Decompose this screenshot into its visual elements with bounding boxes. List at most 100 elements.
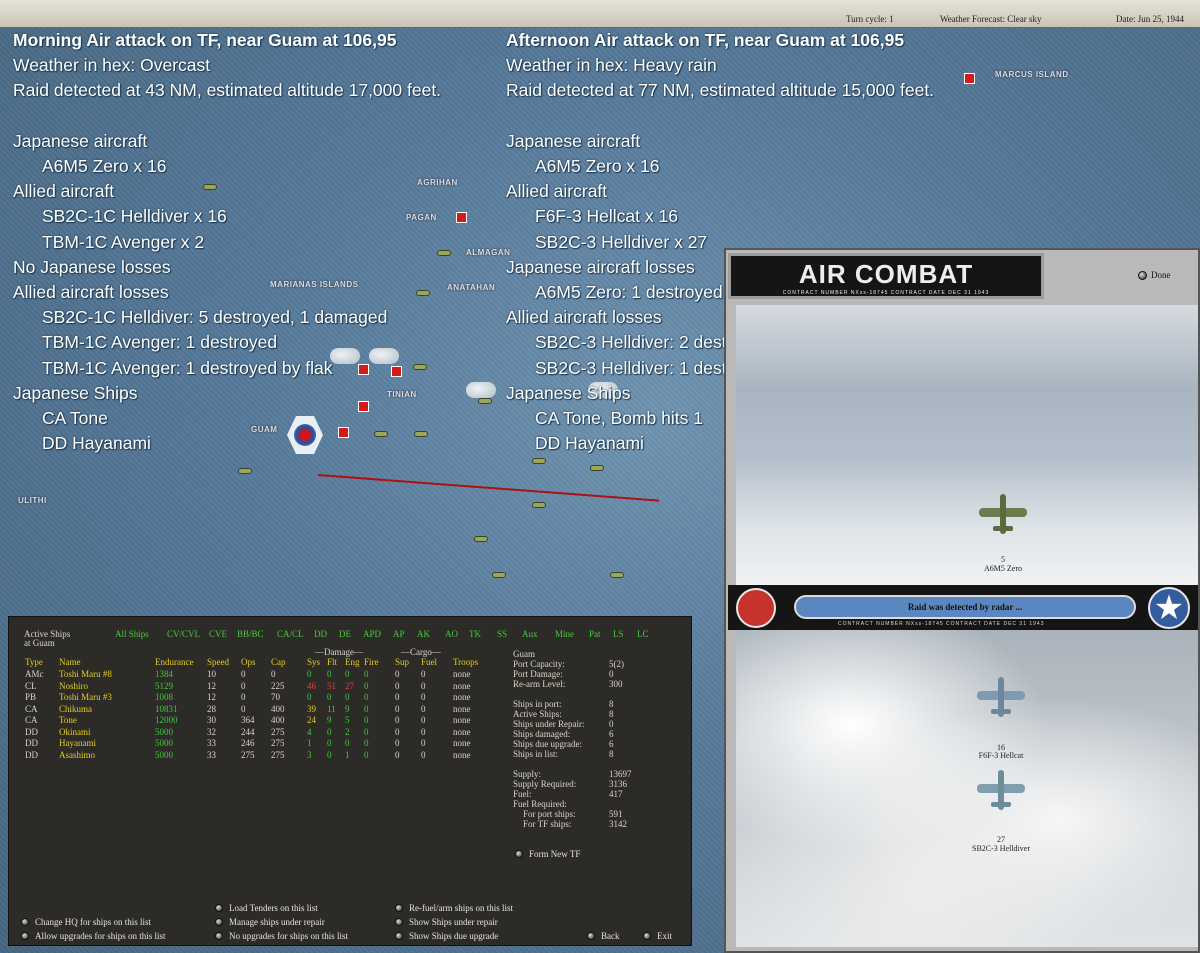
base-info-label: Port Damage: xyxy=(513,669,563,679)
report-line: A6M5 Zero: 1 destroyed xyxy=(535,282,723,303)
map-label-pagan: PAGAN xyxy=(406,213,437,222)
column-header[interactable]: Cap xyxy=(271,657,286,667)
airbase-icon[interactable] xyxy=(391,366,402,377)
report-line: Japanese Ships xyxy=(506,382,631,403)
filter-tab[interactable]: CVE xyxy=(209,629,227,639)
column-header[interactable]: Fire xyxy=(364,657,379,667)
filter-tab[interactable]: LS xyxy=(613,629,624,639)
cell-sys: 39 xyxy=(307,703,316,714)
column-header[interactable]: Endurance xyxy=(155,657,194,667)
filter-tab[interactable]: AO xyxy=(445,629,458,639)
column-header[interactable]: Name xyxy=(59,657,81,667)
ship-icon[interactable] xyxy=(416,290,430,296)
back-button[interactable]: Back xyxy=(587,931,620,941)
filter-tab[interactable]: CV/CVL xyxy=(167,629,201,639)
filter-tab[interactable]: DD xyxy=(314,629,327,639)
game-date: Date: Jun 25, 1944 xyxy=(1116,14,1184,24)
ship-icon[interactable] xyxy=(203,184,217,190)
ship-icon[interactable] xyxy=(492,572,506,578)
filter-tab[interactable]: AK xyxy=(417,629,430,639)
filter-tab[interactable]: CA/CL xyxy=(277,629,304,639)
map-label-almagan: ALMAGAN xyxy=(466,248,511,257)
base-info-value: 8 xyxy=(609,749,614,759)
ship-icon[interactable] xyxy=(413,364,427,370)
allow-upgrades-button[interactable]: Allow upgrades for ships on this list xyxy=(21,931,166,941)
map-label-marcus-island: MARCUS ISLAND xyxy=(995,70,1069,79)
cell-endurance: 5000 xyxy=(155,749,173,760)
ship-icon[interactable] xyxy=(532,458,546,464)
ship-icon[interactable] xyxy=(414,431,428,437)
filter-tab[interactable]: APD xyxy=(363,629,382,639)
allied-plane-type-1: F6F-3 Hellcat xyxy=(978,751,1024,760)
show-upgrade-button[interactable]: Show Ships due upgrade xyxy=(395,931,498,941)
filter-tab[interactable]: Aux xyxy=(522,629,538,639)
airbase-icon[interactable] xyxy=(358,364,369,375)
filter-tab[interactable]: BB/BC xyxy=(237,629,264,639)
filter-tab[interactable]: LC xyxy=(637,629,649,639)
manage-repair-button[interactable]: Manage ships under repair xyxy=(215,917,325,927)
cell-sup: 0 xyxy=(395,749,400,760)
filter-tab[interactable]: Pat xyxy=(589,629,601,639)
column-header[interactable]: Troops xyxy=(453,657,479,667)
column-header[interactable]: Speed xyxy=(207,657,229,667)
cell-eng: 9 xyxy=(345,703,350,714)
manage-repair-label: Manage ships under repair xyxy=(229,917,325,927)
base-info-label: Fuel Required: xyxy=(513,799,567,809)
filter-tab[interactable]: TK xyxy=(469,629,481,639)
airbase-icon[interactable] xyxy=(338,427,349,438)
ship-icon[interactable] xyxy=(610,572,624,578)
cell-eng: 0 xyxy=(345,669,350,679)
ship-icon[interactable] xyxy=(474,536,488,542)
form-new-tf-button[interactable]: Form New TF xyxy=(515,849,580,859)
cell-type: DD xyxy=(25,726,38,737)
airbase-icon[interactable] xyxy=(456,212,467,223)
cell-ops: 275 xyxy=(241,749,255,760)
column-header[interactable]: Eng xyxy=(345,657,360,667)
cell-cap: 0 xyxy=(271,669,276,679)
no-upgrades-button[interactable]: No upgrades for ships on this list xyxy=(215,931,348,941)
base-info-label: Active Ships: xyxy=(513,709,562,719)
column-header[interactable]: Ops xyxy=(241,657,256,667)
cell-eng: 1 xyxy=(345,749,350,760)
japanese-roundel-icon xyxy=(736,588,776,628)
ship-icon[interactable] xyxy=(478,398,492,404)
airbase-icon[interactable] xyxy=(358,401,369,412)
ship-icon[interactable] xyxy=(532,502,546,508)
load-tenders-button[interactable]: Load Tenders on this list xyxy=(215,903,318,913)
filter-tab[interactable]: Mine xyxy=(555,629,574,639)
base-info-label: Re-arm Level: xyxy=(513,679,566,689)
exit-button[interactable]: Exit xyxy=(643,931,672,941)
change-hq-button[interactable]: Change HQ for ships on this list xyxy=(21,917,151,927)
column-header[interactable]: Fuel xyxy=(421,657,438,667)
filter-tab[interactable]: AP xyxy=(393,629,405,639)
report-spacer xyxy=(13,104,441,129)
column-header[interactable]: Type xyxy=(25,657,43,667)
filter-tab[interactable]: All Ships xyxy=(115,629,149,639)
column-header[interactable]: Sup xyxy=(395,657,410,667)
airbase-icon[interactable] xyxy=(964,73,975,84)
ship-icon[interactable] xyxy=(374,431,388,437)
column-header[interactable]: Flt xyxy=(327,657,338,667)
show-repair-button[interactable]: Show Ships under repair xyxy=(395,917,498,927)
filter-tab[interactable]: SS xyxy=(497,629,508,639)
refuel-button[interactable]: Re-fuel/arm ships on this list xyxy=(395,903,513,913)
guam-base-hex[interactable] xyxy=(287,416,323,454)
cell-endurance: 1384 xyxy=(155,669,173,679)
filter-tab[interactable]: DE xyxy=(339,629,351,639)
damage-header: —Damage— xyxy=(315,647,363,657)
column-header[interactable]: Sys xyxy=(307,657,321,667)
cell-fire: 0 xyxy=(364,703,369,714)
cell-troops: none xyxy=(453,692,471,702)
done-button[interactable]: Done xyxy=(1138,270,1171,280)
ship-icon[interactable] xyxy=(590,465,604,471)
ship-icon[interactable] xyxy=(437,250,451,256)
ship-icon[interactable] xyxy=(238,468,252,474)
